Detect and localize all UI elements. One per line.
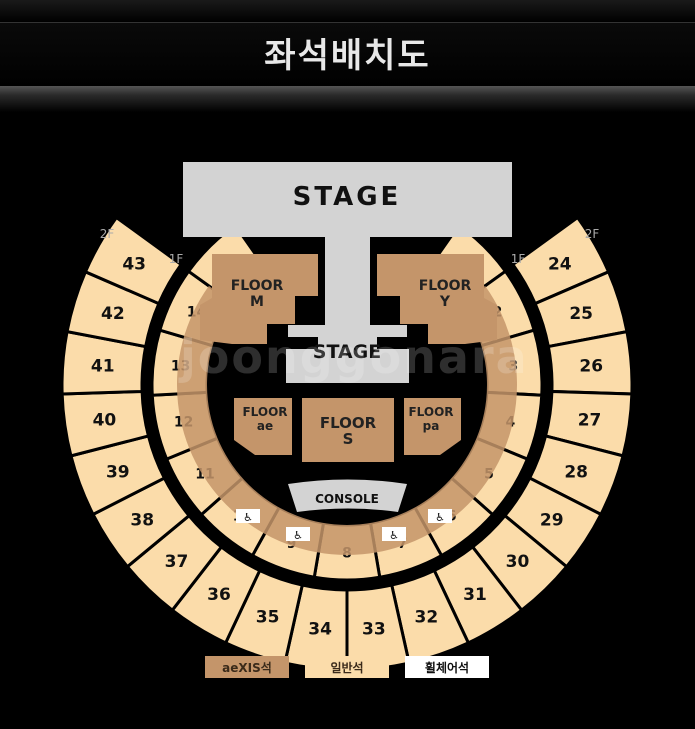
floor-m[interactable] <box>200 254 318 344</box>
stage-label: STAGE <box>293 182 402 212</box>
level-2f-right: 2F <box>585 227 600 241</box>
section-43-label: 43 <box>122 255 146 275</box>
top-edge <box>0 0 695 22</box>
section-27-label: 27 <box>578 410 602 430</box>
floor-y[interactable] <box>377 254 497 344</box>
section-26-label: 26 <box>579 357 603 377</box>
section-42-label: 42 <box>101 304 125 324</box>
section-39-label: 39 <box>106 463 130 483</box>
section-24-label: 24 <box>548 255 572 275</box>
section-35-label: 35 <box>256 608 280 628</box>
section-29-label: 29 <box>540 510 564 530</box>
wheelchair-icon: ♿ <box>286 527 310 542</box>
console-label: CONSOLE <box>315 492 379 506</box>
legend-ae-seat: aeXIS석 <box>205 656 289 678</box>
legend-general-seat: 일반석 <box>305 656 389 678</box>
section-37-label: 37 <box>165 552 189 572</box>
svg-text:♿: ♿ <box>435 511 445 524</box>
console-area <box>288 479 407 512</box>
section-25-label: 25 <box>569 304 593 324</box>
stage-extension-label: STAGE <box>313 341 381 363</box>
section-41-label: 41 <box>91 357 115 377</box>
page-title: 좌석배치도 <box>264 36 431 76</box>
level-1f-left: 1F <box>169 252 184 266</box>
svg-text:♿: ♿ <box>389 529 399 542</box>
floor-s[interactable] <box>302 398 394 462</box>
wheelchair-icon: ♿ <box>236 509 260 524</box>
svg-text:♿: ♿ <box>243 511 253 524</box>
floor-ae[interactable] <box>234 398 292 455</box>
section-33-label: 33 <box>362 619 386 639</box>
section-43[interactable] <box>83 215 184 306</box>
section-34-label: 34 <box>308 619 332 639</box>
section-40-label: 40 <box>93 410 117 430</box>
floor-pa[interactable] <box>404 398 461 455</box>
section-36-label: 36 <box>207 585 231 605</box>
wheelchair-icon: ♿ <box>428 509 452 524</box>
section-30-label: 30 <box>506 552 530 572</box>
section-31-label: 31 <box>463 585 487 605</box>
section-28-label: 28 <box>564 463 588 483</box>
wheelchair-icon: ♿ <box>382 527 406 542</box>
legend-wheelchair-seat: 휠체어석 <box>405 656 489 678</box>
level-1f-right: 1F <box>511 252 526 266</box>
svg-text:♿: ♿ <box>293 529 303 542</box>
stage-main <box>183 162 512 383</box>
level-2f-left: 2F <box>100 227 115 241</box>
header-separator <box>0 86 695 112</box>
header-bar <box>0 22 695 87</box>
section-32-label: 32 <box>415 608 439 628</box>
watermark: joonggonara <box>180 330 529 384</box>
section-38-label: 38 <box>130 510 154 530</box>
